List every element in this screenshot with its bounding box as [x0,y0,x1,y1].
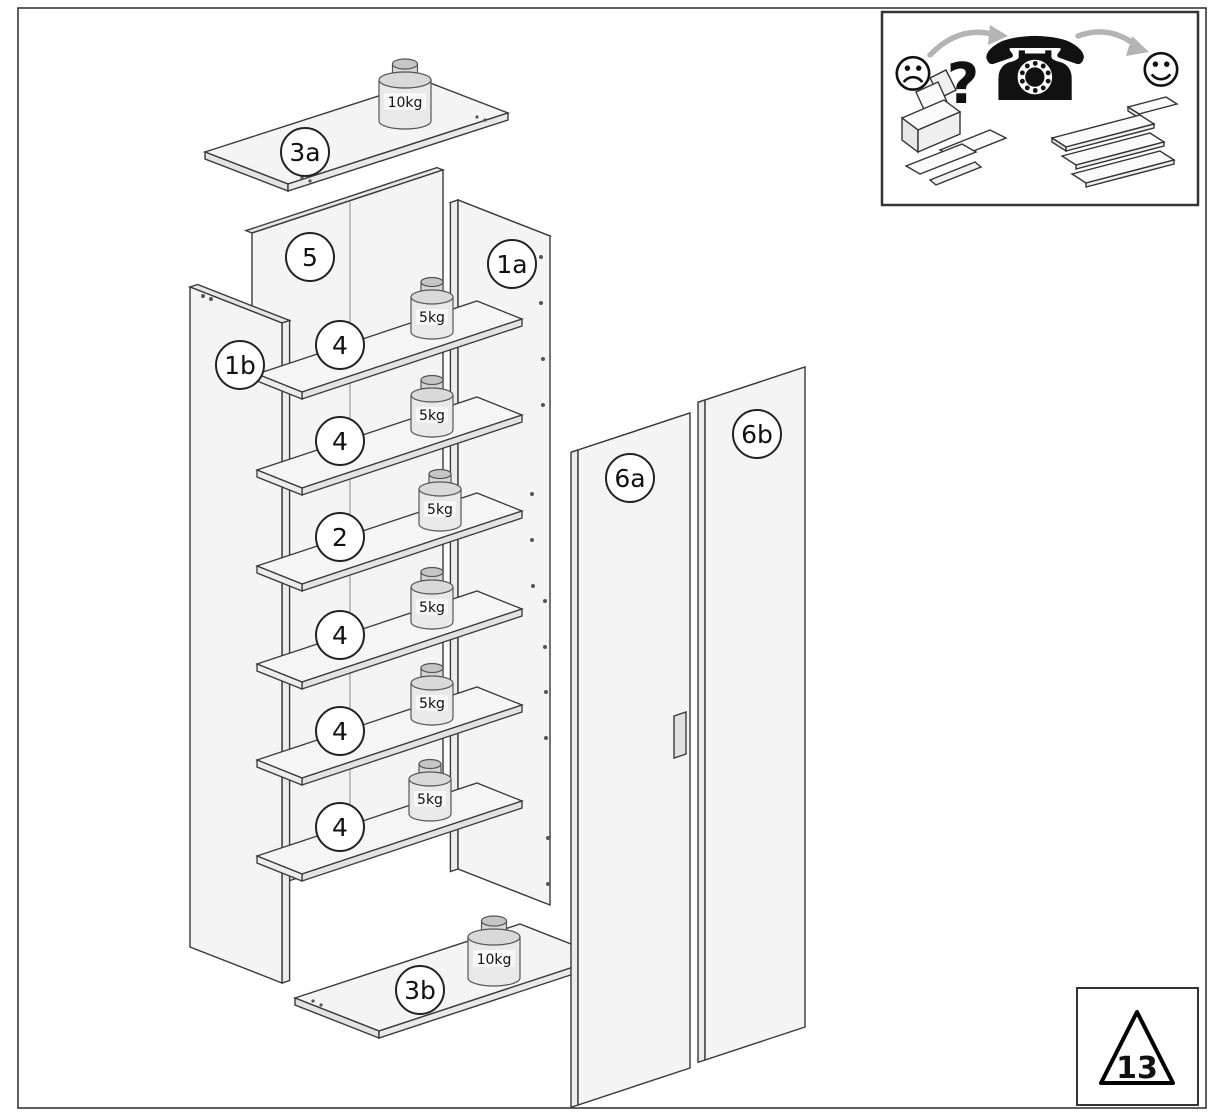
happy-face-icon: ☺ [1140,48,1182,94]
shelf-label-6-text: 4 [332,813,348,842]
arrow-to-phone-icon [927,25,1008,58]
part-label-3a-text: 3a [289,138,320,167]
shelf-label-2: 4 [315,416,365,466]
part-label-3b: 3b [395,965,445,1015]
warning-triangle [1099,1010,1175,1085]
shelf-label-5-text: 4 [332,717,348,746]
part-label-3a: 3a [280,127,330,177]
pin-holes-right-panel [530,255,550,886]
part-label-1b: 1b [215,340,265,390]
part-label-1a-text: 1a [496,250,527,279]
door-left [570,412,691,1109]
page-number: 13 [1116,1051,1158,1086]
shelf-label-4: 4 [315,610,365,660]
page-number-box: 13 [1076,987,1199,1106]
flat-panels-icon [1050,96,1179,188]
shelf-label-3-text: 2 [332,523,348,552]
arrow-to-happy-icon [1075,29,1149,56]
shelf-label-3: 2 [315,512,365,562]
help-inset-box: ☹ ? ☎ ☺ [880,10,1200,207]
top-panel [202,80,511,193]
broken-furniture-icon [900,69,1008,186]
bottom-panel [292,923,607,1040]
part-label-5-text: 5 [302,243,318,272]
pin-holes-left-panel [201,294,213,301]
shelf-label-4-text: 4 [332,621,348,650]
shelf-label-1-text: 4 [332,331,348,360]
part-label-3b-text: 3b [404,976,436,1005]
part-label-5: 5 [285,232,335,282]
door-handle [673,711,687,759]
part-label-1a: 1a [487,239,537,289]
shelf-label-1: 4 [315,320,365,370]
part-label-6b: 6b [732,409,782,459]
part-label-6a-text: 6a [614,464,645,493]
part-labels: 3a 5 1a 1b 4 4 2 4 [215,127,782,1015]
shelf-label-6: 4 [315,802,365,852]
part-label-1b-text: 1b [224,351,256,380]
door-right [697,366,806,1064]
part-label-6b-text: 6b [741,420,773,449]
pin-holes-top-panel [300,115,487,183]
shelf-label-5: 4 [315,706,365,756]
part-label-6a: 6a [605,453,655,503]
shelf-label-2-text: 4 [332,427,348,456]
